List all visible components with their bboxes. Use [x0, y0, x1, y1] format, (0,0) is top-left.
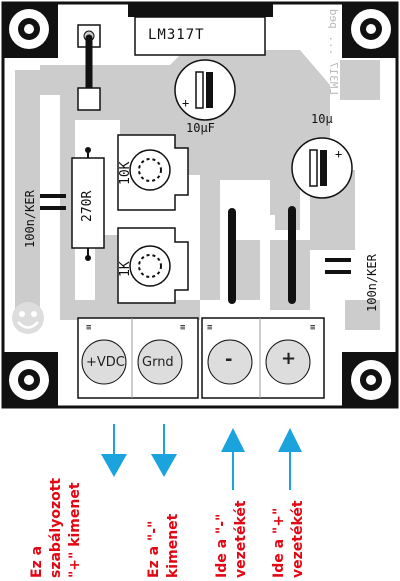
caption-out-plus-line1: Ez a [29, 545, 45, 578]
caption-out-minus-line2: kimenet [165, 513, 181, 578]
caption-out-minus: Ez a "-" kimenet [145, 514, 183, 578]
caption-out-minus-line1: Ez a "-" [146, 520, 162, 578]
arrow-up-in-plus [278, 428, 302, 490]
caption-in-plus-line2: vezetékét [290, 500, 306, 578]
caption-out-plus-line2: szabályozott [48, 477, 64, 578]
trimmer-bottom-label: 1K [118, 261, 133, 277]
arrows-layer [101, 424, 302, 490]
trimmer-top [117, 134, 189, 211]
terminal-block-output: ≡ ≡ [77, 317, 199, 399]
cap-top-polarity: + [182, 96, 190, 110]
wire-links [228, 206, 296, 304]
mirror-text: LM317 ... ped ,ngow 8ʁ [327, 0, 340, 95]
caption-in-minus-line2: vezetékét [233, 500, 249, 578]
pcb-artwork: ≡ ≡ ≡ ≡ [1, 1, 399, 409]
ceramic-cap-left [40, 194, 66, 210]
regulator-lm317t [128, 3, 273, 56]
jumper-wire [77, 24, 101, 111]
caption-in-plus-line1: Ide a "+" [271, 507, 287, 578]
caption-in-plus: Ide a "+" vezetékét [270, 500, 308, 578]
smiley-logo [12, 302, 44, 334]
mount-hole-top-right [342, 3, 397, 58]
caption-out-plus-line3: "+" kimenet [67, 482, 83, 578]
terminal-plus-label: + [281, 348, 297, 369]
svg-text:≡: ≡ [86, 323, 92, 333]
cap-right-label: 10µ [311, 112, 333, 126]
resistor-label: 270R [80, 190, 95, 222]
caption-in-minus-line1: Ide a "-" [214, 513, 230, 578]
electrolytic-cap-top [174, 59, 236, 121]
resistor-270r [71, 147, 105, 261]
pcb-board: ≡ ≡ ≡ ≡ LM317T + 10µF 10µ + 270R 10K 1K … [0, 0, 400, 410]
caption-out-plus: Ez a szabályozott "+" kimenet [28, 478, 85, 578]
mount-hole-bottom-right [342, 352, 397, 407]
cap-right-polarity: + [335, 147, 343, 161]
mount-hole-bottom-left [3, 352, 58, 407]
svg-text:≡: ≡ [180, 323, 186, 333]
cap-right2-label: 100n/KER [365, 254, 379, 312]
terminal-ground-label: Grnd [142, 355, 174, 370]
cap-left-label: 100n/KER [23, 190, 37, 248]
arrow-down-out-minus [151, 424, 177, 477]
trimmer-bottom [117, 227, 189, 304]
terminal-out-plus-label: +VDC [86, 355, 125, 370]
mounting-holes [3, 3, 397, 407]
arrow-down-out-plus [101, 424, 127, 477]
svg-text:≡: ≡ [310, 323, 316, 333]
trimmer-top-label: 10K [118, 161, 133, 185]
caption-in-minus: Ide a "-" vezetékét [213, 500, 251, 578]
copper-traces [15, 50, 380, 330]
terminal-minus-label: - [225, 349, 233, 370]
svg-text:≡: ≡ [207, 323, 213, 333]
terminal-block-input: ≡ ≡ [201, 317, 325, 399]
electrolytic-cap-right [291, 137, 353, 199]
mount-hole-top-left [3, 3, 58, 58]
cap-top-label: 10µF [186, 121, 215, 135]
arrow-up-in-minus [221, 428, 245, 490]
ceramic-cap-right [325, 258, 351, 274]
regulator-label: LM317T [148, 27, 205, 43]
